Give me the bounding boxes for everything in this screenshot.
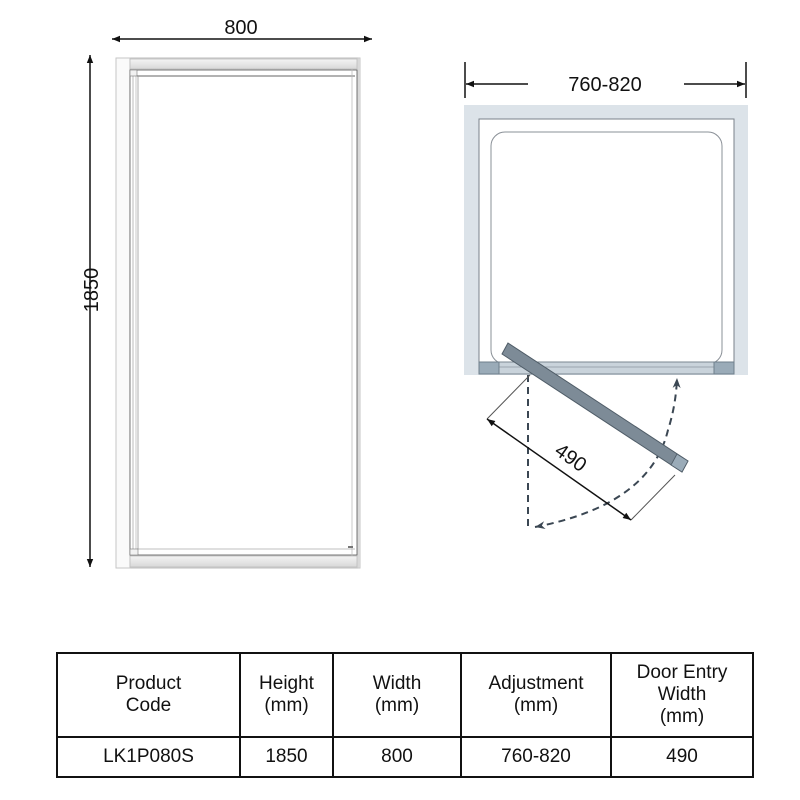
table-header-row: Product Code Height (mm) Width (mm) Adju…: [56, 652, 754, 738]
cell-door-entry-width: 490: [610, 736, 754, 778]
cell-width: 800: [332, 736, 462, 778]
door-panel: [129, 69, 358, 556]
door-entry-dimension-label: 490: [550, 440, 590, 477]
wall-profile-right: [713, 361, 735, 375]
wall-profile-right: [357, 57, 361, 569]
cell-adjustment: 760-820: [460, 736, 612, 778]
cell-height: 1850: [239, 736, 334, 778]
door-entry-dimension-line: [486, 418, 632, 521]
shower-tray: [490, 131, 723, 365]
width-dimension-label: 800: [224, 17, 257, 39]
table-row: LK1P080S 1850 800 760-820 490: [56, 736, 754, 778]
specification-table: Product Code Height (mm) Width (mm) Adju…: [56, 652, 754, 778]
height-dimension-label: 1850: [81, 268, 103, 313]
wall-profile-left: [115, 57, 131, 569]
bottom-rail: [129, 555, 358, 568]
header-adjustment: Adjustment (mm): [460, 652, 612, 738]
header-width: Width (mm): [332, 652, 462, 738]
top-rail: [129, 58, 358, 70]
wall-profile-left: [478, 361, 500, 375]
front-view: 800 1850: [81, 17, 372, 569]
technical-drawing: 800 1850 760-820: [81, 17, 748, 569]
header-door-entry-width: Door Entry Width (mm): [610, 652, 754, 738]
header-product-code: Product Code: [56, 652, 241, 738]
cell-product-code: LK1P080S: [56, 736, 241, 778]
adjustment-dimension-label: 760-820: [568, 74, 641, 96]
plan-view: 760-820 490: [464, 62, 748, 530]
header-height: Height (mm): [239, 652, 334, 738]
